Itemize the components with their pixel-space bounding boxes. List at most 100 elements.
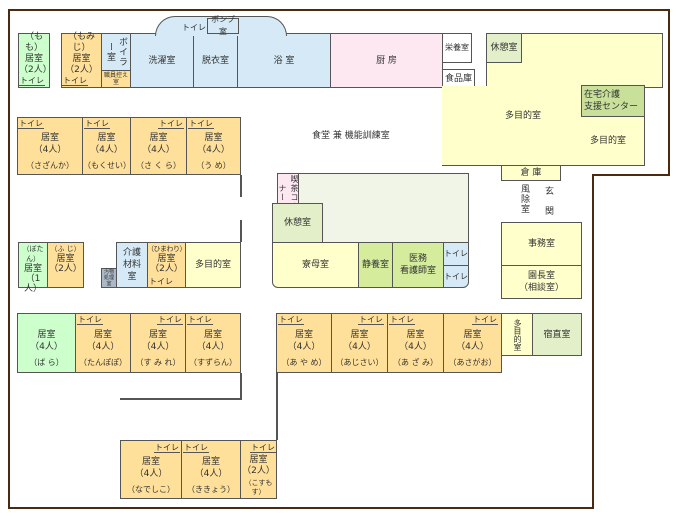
- room-name: （ひまわり）: [147, 245, 187, 253]
- room-label: 倉 庫: [520, 168, 542, 178]
- room-tanpopo: 居室 （4人） （たんぽぽ）: [75, 313, 131, 373]
- room-label: 洗濯室: [148, 55, 176, 66]
- room-kikyo: 居室（4人） （ききょう）: [181, 440, 241, 499]
- nutrition-room: 栄養室: [442, 33, 472, 63]
- toilet-label: トイレ: [157, 315, 183, 325]
- room-capacity: （4人）: [194, 468, 228, 479]
- toilet-label: トイレ: [187, 315, 213, 325]
- room-capacity: （1人）: [23, 274, 42, 294]
- room-sakura: 居室（4人）（さ く ら）: [130, 117, 187, 175]
- toilet-label: トイレ: [358, 315, 384, 325]
- toilet-label: トイレ: [149, 277, 173, 286]
- room-label: 事務室: [527, 239, 555, 249]
- outer-wall: [8, 9, 670, 11]
- outer-wall: [8, 507, 593, 509]
- room-ajisai: 居室 （4人） （あじさい）: [331, 313, 388, 373]
- home-care-support-center: 在宅介護支援センター: [581, 85, 645, 117]
- room-label: 居室: [294, 330, 313, 340]
- room-label: 喫茶コーナー: [278, 175, 299, 211]
- room-label: 居室: [406, 330, 425, 340]
- lounge: [297, 173, 469, 243]
- toilet-label: トイレ: [182, 23, 206, 32]
- dressing-room: 脱衣室: [193, 33, 238, 88]
- room-capacity: （2人）: [49, 264, 82, 274]
- pump-room: ポンプ室: [207, 15, 239, 36]
- boiler-room: ボイラー室: [101, 33, 131, 71]
- room-capacity: （4人）: [86, 342, 120, 352]
- care-supply-room: 介護材料室: [116, 242, 148, 288]
- room-label: 居室: [201, 456, 220, 467]
- room-name: （す み れ）: [135, 358, 181, 367]
- room-bara: 居室（4人）（ば ら）: [17, 313, 76, 373]
- room-suzuran: 居室（4人）（すずらん）: [185, 313, 241, 373]
- toilet-label: トイレ: [18, 119, 44, 129]
- bathroom: 浴 室: [237, 33, 331, 88]
- night-duty-room: 宿直室: [532, 313, 582, 356]
- room-label: 休憩室: [283, 218, 311, 228]
- wall: [240, 175, 242, 197]
- rest-room: 静養室: [358, 242, 393, 288]
- room-label: 多目的室: [194, 260, 231, 270]
- room-sumire: 居室 （4人） （す み れ）: [130, 313, 186, 373]
- room-label: 居室: [148, 330, 167, 340]
- room-label: 園長室: [527, 271, 555, 281]
- multipurpose-room-west: 多目的室: [185, 242, 241, 288]
- room-label: 職員控え室: [103, 72, 128, 86]
- room-asagao: 居室（4人）（あさがお）: [443, 313, 502, 373]
- room-name: （ききょう）: [187, 484, 235, 494]
- room-label: 浴 室: [273, 55, 295, 66]
- room-ayame: 居室（4人）（あ や め）: [276, 313, 332, 373]
- toilet-label: トイレ: [389, 315, 415, 325]
- medical-room: 医務看護師室: [392, 242, 444, 288]
- room-label: 居室: [204, 133, 223, 143]
- room-name: （こすもす）: [244, 478, 273, 496]
- room-capacity: （4人）: [343, 342, 376, 352]
- room-name: （もみじ）: [67, 31, 95, 53]
- outer-wall: [592, 174, 670, 176]
- room-name: （もくせい）: [83, 161, 131, 170]
- room-label: 居室: [24, 53, 43, 64]
- room-capacity: （4人）: [399, 342, 432, 352]
- room-label: 居室: [97, 133, 116, 143]
- room-name: （さざんか）: [26, 161, 74, 170]
- lounge-break-room: 休憩室: [272, 203, 323, 243]
- room-capacity: （4人）: [30, 342, 63, 352]
- toilet-label: トイレ: [472, 315, 498, 325]
- room-label: 食品庫: [444, 73, 472, 84]
- room-name: （あ や め）: [281, 358, 327, 367]
- room-label: 居室: [93, 330, 112, 340]
- room-label: 居室: [157, 254, 176, 264]
- room-label: 多目的室: [504, 110, 541, 121]
- room-label: 居室: [149, 133, 168, 143]
- break-room: 休憩室: [486, 33, 522, 63]
- multipurpose-room-small: 多目的室: [501, 313, 533, 356]
- room-label: 看護師室: [399, 266, 436, 276]
- toilet-label: トイレ: [62, 76, 88, 86]
- room-label: 居室: [203, 330, 222, 340]
- room-label: 居室: [23, 264, 42, 274]
- kitchen: 厨 房: [330, 33, 443, 88]
- room-name: （たんぽぽ）: [79, 358, 127, 367]
- room-capacity: （4人）: [141, 342, 175, 352]
- room-capacity: （4人）: [197, 145, 230, 155]
- director-room: 園長室（相談室）: [501, 265, 582, 299]
- room-capacity: （4人）: [456, 342, 489, 352]
- room-mokusei: 居室（4人）（もくせい）: [82, 117, 131, 175]
- room-label: 休憩室: [490, 43, 518, 53]
- room-label: 厨 房: [376, 55, 397, 66]
- room-label: 居室: [463, 330, 482, 340]
- room-label: 居室: [350, 330, 369, 340]
- room-name: （も も）: [24, 31, 43, 53]
- room-momo: （も も）居室（2人）: [18, 31, 52, 88]
- room-fuji: （ふ じ）居室（2人）: [47, 242, 84, 288]
- room-label: 介護材料室: [122, 248, 141, 282]
- room-capacity: （4人）: [33, 145, 67, 155]
- room-name: （あじさい）: [335, 358, 384, 367]
- toilet-label: トイレ: [444, 271, 468, 281]
- room-name: （なでしこ）: [127, 484, 175, 494]
- room-label: 脱衣室: [201, 55, 229, 66]
- room-momiji: （もみじ）居室（2人）: [61, 31, 102, 88]
- room-label: 多目的室: [513, 318, 522, 351]
- entrance[interactable]: 玄 関: [543, 186, 553, 219]
- room-label: 支援センター: [584, 102, 639, 112]
